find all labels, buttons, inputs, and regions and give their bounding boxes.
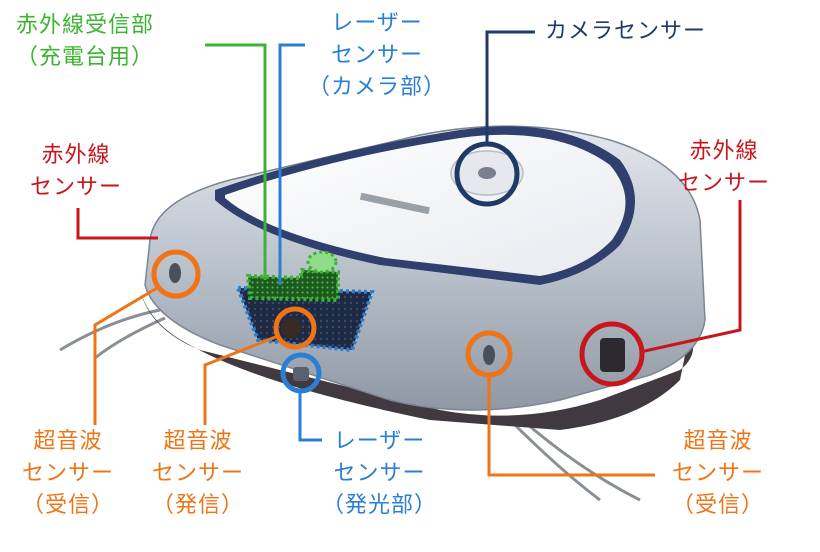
label-ir-right: 赤外線 センサー (678, 136, 770, 200)
label-ir-receiver: 赤外線受信部 （充電台用） (16, 10, 154, 74)
ir-receiver-leader (205, 43, 267, 280)
ultrasonic-receiver-left-marker (151, 249, 201, 299)
label-us-recv-left: 超音波 センサー （受信） (22, 426, 114, 522)
label-laser-emit-line3: （発光部） (322, 493, 438, 518)
ultrasonic-emitter-marker (273, 306, 317, 350)
label-us-send-line1: 超音波 (163, 429, 233, 454)
us-send-leader (203, 334, 279, 425)
label-us-send-line3: （発信） (152, 493, 245, 518)
label-ir-left-line2: センサー (30, 175, 123, 200)
label-laser-emit-line2: センサー (333, 461, 426, 486)
label-ir-receiver-line1: 赤外線受信部 (16, 13, 155, 38)
label-us-recv-left-line2: センサー (22, 461, 115, 486)
ir-right-leader (639, 200, 742, 354)
ir-receiver-bulb (306, 250, 338, 274)
label-us-recv-right-line1: 超音波 (683, 429, 753, 454)
label-us-send-line2: センサー (152, 461, 245, 486)
label-laser-camera: レーザー センサー （カメラ部） (308, 8, 446, 104)
ultrasonic-receiver-left-port (169, 263, 181, 283)
label-us-recv-left-line1: 超音波 (33, 429, 103, 454)
ir-sensor-right-marker (579, 321, 645, 387)
camera-lens (478, 167, 496, 179)
label-us-recv-right: 超音波 センサー （受信） (672, 426, 764, 522)
label-ir-left: 赤外線 センサー (30, 140, 122, 204)
label-laser-camera-line2: センサー (331, 43, 424, 68)
laser-camera-window (235, 285, 375, 353)
laser-camera-leader (278, 43, 305, 285)
ir-sensor-right-port (600, 338, 625, 372)
label-laser-camera-line1: レーザー (331, 11, 423, 36)
label-camera-sensor: カメラセンサー (545, 16, 706, 48)
ultrasonic-emitter-port (281, 318, 301, 338)
laser-emitter-port (293, 367, 309, 381)
ir-receiver-window (245, 267, 340, 303)
label-ir-receiver-line2: （充電台用） (16, 45, 155, 70)
us-recv-left-leader (93, 286, 158, 425)
label-ir-left-line1: 赤外線 (41, 143, 111, 168)
label-camera-sensor-line1: カメラセンサー (545, 19, 707, 44)
camera-sensor-leader (485, 30, 535, 145)
side-brushes (59, 308, 641, 502)
label-laser-emit-line1: レーザー (333, 429, 426, 454)
label-us-send: 超音波 センサー （発信） (152, 426, 244, 522)
label-us-recv-left-line3: （受信） (22, 493, 115, 518)
label-us-recv-right-line2: センサー (672, 461, 765, 486)
ultrasonic-receiver-right-port (483, 345, 495, 365)
brand-logo-mark (359, 192, 430, 215)
label-us-recv-right-line3: （受信） (672, 493, 765, 518)
label-ir-right-line2: センサー (678, 171, 771, 196)
us-recv-right-leader (487, 375, 655, 477)
label-laser-emit: レーザー センサー （発光部） (322, 426, 437, 522)
label-laser-camera-line3: （カメラ部） (308, 75, 447, 100)
label-ir-right-line1: 赤外線 (689, 139, 759, 164)
laser-emit-leader (298, 391, 322, 442)
robot-top-cover (225, 134, 626, 276)
ir-left-leader (76, 208, 158, 240)
